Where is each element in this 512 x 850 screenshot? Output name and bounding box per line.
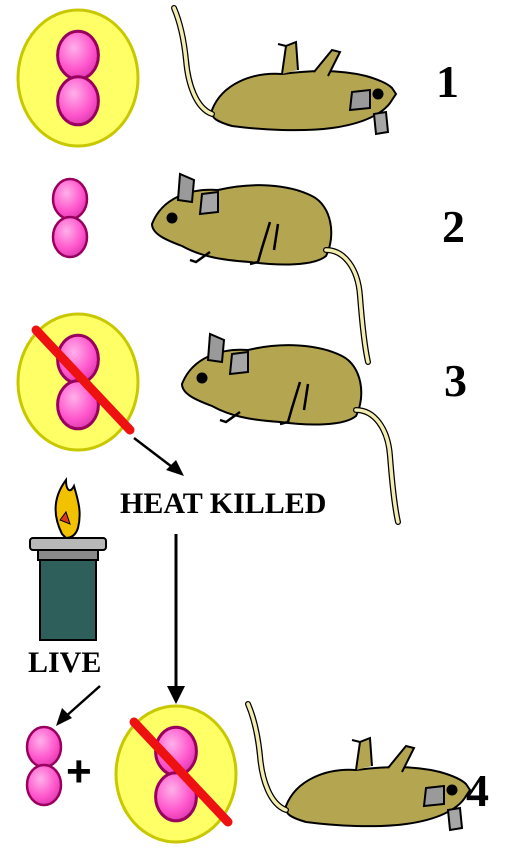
down-arrow: [167, 534, 185, 704]
pointer-arrow: [134, 438, 184, 476]
pointer-arrow: [56, 686, 100, 726]
encapsulated-bacteria-icon: [18, 10, 138, 146]
dead-mouse-icon: [248, 704, 470, 830]
step-1: 1: [18, 8, 459, 146]
step-4: + 4: [27, 704, 489, 842]
living-mouse-icon: [152, 174, 368, 362]
heat-killed-label: HEAT KILLED: [120, 487, 326, 520]
live-label: LIVE: [28, 646, 101, 679]
step-number: 3: [444, 355, 467, 406]
bacteria-icon: [27, 727, 61, 805]
heat-killed-bacteria-icon: [116, 706, 236, 842]
bunsen-burner-icon: [30, 480, 106, 640]
heat-killed-bacteria-icon: [18, 314, 138, 450]
step-number: 4: [466, 765, 489, 816]
plus-sign: +: [66, 747, 92, 796]
bacteria-icon: [53, 179, 87, 257]
step-number: 2: [442, 201, 465, 252]
dead-mouse-icon: [174, 8, 396, 134]
step-number: 1: [436, 56, 459, 107]
